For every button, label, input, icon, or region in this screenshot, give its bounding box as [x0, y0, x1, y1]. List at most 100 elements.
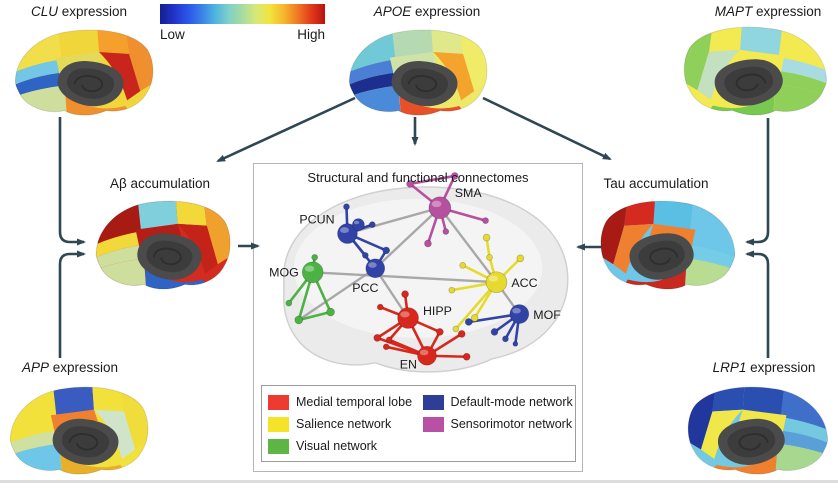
connectome-edge [374, 206, 441, 270]
network-node [376, 303, 384, 311]
network-node [462, 352, 471, 361]
network-node [285, 299, 293, 307]
network-node [502, 335, 509, 343]
network-node [401, 290, 409, 298]
apoe-expression-figure: APOE expression [348, 4, 504, 120]
legend-item: Salience network [268, 413, 421, 435]
network-default-mode [337, 203, 530, 347]
network-node [470, 314, 479, 322]
network-node [509, 304, 530, 324]
region-label-en: EN [400, 358, 417, 372]
label-suffix: expression [48, 360, 119, 375]
legend-swatch [422, 394, 444, 410]
region-label-pcun: PCUN [299, 213, 334, 227]
tau-accumulation-label: Tau accumulation [581, 176, 731, 191]
region-label-hipp: HIPP [423, 304, 452, 318]
network-node [442, 228, 450, 235]
bottom-divider-line [0, 480, 838, 483]
lrp1-expression-label: LRP1 expression [689, 360, 838, 375]
network-node [294, 315, 304, 325]
network-node [482, 217, 489, 224]
app-expression-label: APP expression [0, 360, 140, 375]
arrow-lrp1-expression-to-tau-accumulation [745, 250, 770, 358]
region-label-acc: ACC [511, 276, 537, 290]
gene-name: LRP1 [712, 360, 747, 375]
gene-name: CLU [30, 4, 58, 19]
lrp1-expression-figure: LRP1 expression [687, 360, 838, 488]
mapt-expression-label: MAPT expression [693, 4, 838, 19]
network-node [490, 328, 499, 336]
gene-name: APP [21, 360, 49, 375]
lrp1-brain-map [682, 383, 834, 478]
network-node [301, 261, 324, 284]
apoe-brain-map [343, 26, 493, 119]
legend-item: Default-mode network [422, 391, 576, 413]
colorbar-gradient [160, 4, 325, 24]
network-node [368, 221, 376, 228]
network-visual [285, 254, 335, 325]
tau-accumulation-figure: Tau accumulation [581, 176, 736, 296]
legend-item: Medial temporal lobe [268, 391, 421, 413]
node-highlight [488, 275, 499, 282]
region-label-mog: MOG [269, 265, 299, 279]
legend-item: Visual network [268, 435, 421, 457]
network-node [326, 307, 335, 317]
network-node [485, 271, 508, 294]
region-label-pcc: PCC [352, 281, 378, 295]
network-medial-temporal [373, 290, 471, 366]
arrow-mapt-expression-to-tau-accumulation [745, 118, 770, 246]
app-expression-figure: APP expression [0, 360, 149, 488]
network-node [482, 233, 491, 242]
network-link [297, 310, 332, 322]
network-node [448, 286, 456, 294]
network-node [382, 246, 391, 255]
mapt-brain-map [678, 23, 833, 119]
network-node [436, 328, 444, 336]
network-node [337, 223, 358, 244]
node-highlight [431, 200, 442, 208]
clu-brain-map [9, 26, 159, 119]
network-node [452, 325, 460, 333]
clu-expression-figure: CLU expression [4, 4, 156, 120]
legend-label: Medial temporal lobe [296, 395, 413, 409]
gene-name: APOE [373, 4, 412, 19]
network-node [397, 307, 419, 329]
node-highlight [400, 311, 410, 318]
network-node [385, 336, 393, 344]
network-node [512, 340, 519, 347]
gene-name: MAPT [714, 4, 753, 19]
network-node [365, 258, 386, 279]
network-salience [448, 233, 525, 333]
colorbar-high-label: High [297, 27, 325, 42]
legend-label: Sensorimotor network [450, 417, 573, 431]
label-suffix: expression [411, 4, 481, 19]
connectome-edge [298, 267, 376, 321]
network-node [406, 180, 414, 188]
node-highlight [512, 307, 521, 314]
network-node [459, 262, 467, 269]
node-highlight [368, 262, 377, 268]
tau-brain-map [595, 197, 741, 293]
connectome-edge [312, 271, 497, 284]
network-node [311, 254, 319, 261]
node-highlight [340, 227, 349, 234]
network-node [424, 239, 432, 248]
network-node [516, 254, 525, 263]
legend-swatch [268, 394, 289, 410]
network-link [408, 174, 457, 186]
node-highlight [419, 349, 429, 356]
network-node [457, 330, 466, 338]
clu-expression-label: CLU expression [4, 4, 154, 19]
app-brain-map [4, 383, 154, 478]
abeta-accumulation-figure: Aβ accumulation [85, 176, 235, 296]
label-suffix: Tau accumulation [603, 176, 709, 191]
arrow-app-expression-to-a-accumulation [58, 250, 86, 358]
network-node [352, 218, 365, 231]
network-node [373, 334, 382, 342]
connectome-title: Structural and functional connectomes [307, 170, 529, 185]
colorbar-labels: Low High [160, 27, 325, 42]
network-node [486, 254, 493, 261]
abeta-brain-map [90, 197, 236, 293]
